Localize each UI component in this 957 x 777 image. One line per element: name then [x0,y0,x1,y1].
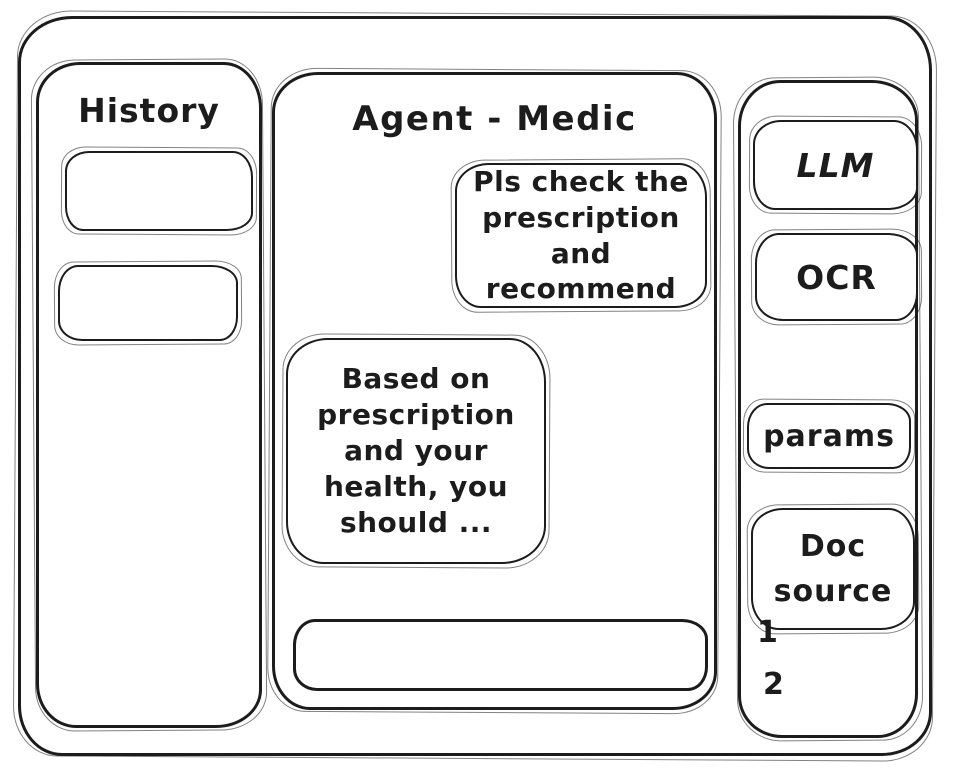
llm-button[interactable]: LLM [753,120,918,210]
doc-source-item-1[interactable]: 1 [757,615,778,650]
ocr-button[interactable]: OCR [755,233,918,321]
params-button[interactable]: params [747,403,911,469]
history-title: History [78,91,220,130]
tools-panel: LLM OCR params Doc source 1 2 [738,80,918,738]
user-message-bubble: Pls check the prescription and recommend [455,163,707,308]
agent-message-bubble: Based on prescription and your health, y… [286,338,546,564]
history-item[interactable] [65,151,253,231]
doc-source-button[interactable]: Doc source [751,508,915,630]
chat-title: Agent - Medic [352,99,637,139]
doc-source-item-2[interactable]: 2 [763,667,784,702]
history-panel: History [36,62,262,728]
message-input[interactable] [293,619,708,691]
history-item[interactable] [58,265,238,341]
chat-panel: Agent - Medic Pls check the prescription… [272,72,717,710]
